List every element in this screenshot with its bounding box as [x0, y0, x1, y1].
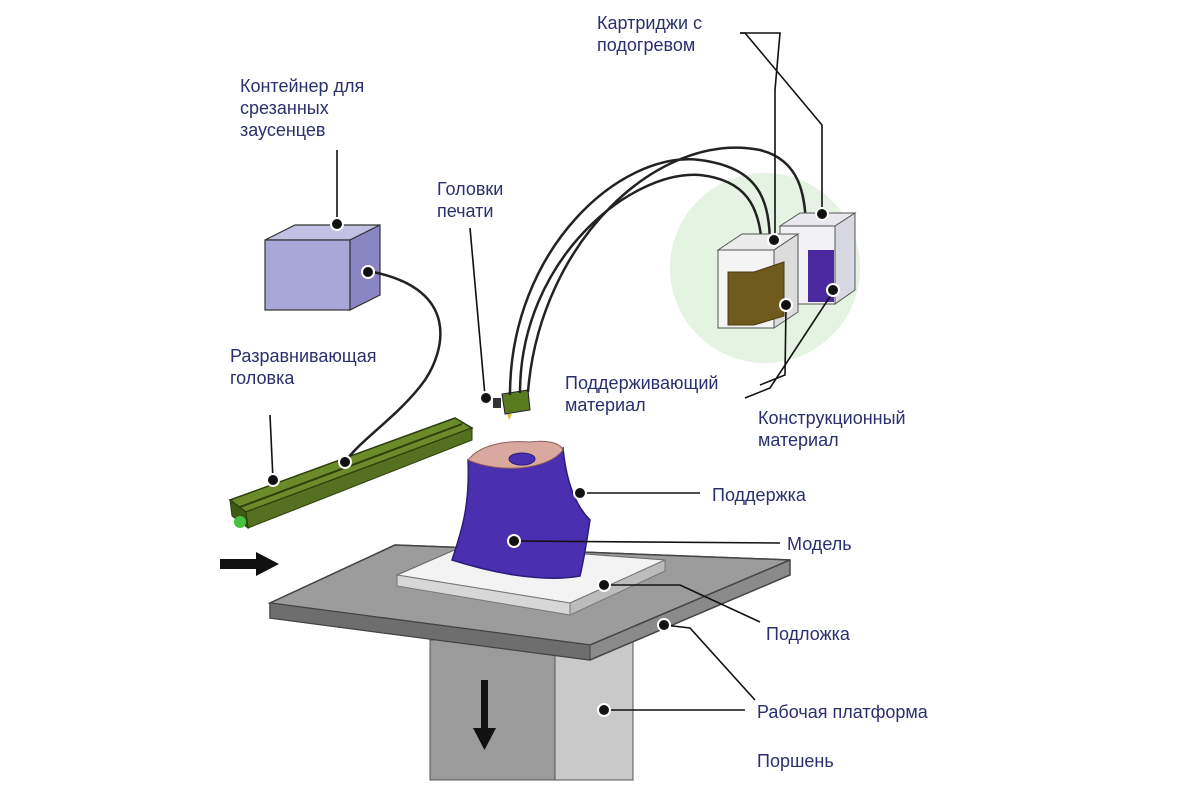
down-arrow-icon — [473, 680, 496, 750]
label-build-material: Конструкционный материал — [758, 408, 906, 450]
feed-tube-3 — [526, 146, 808, 393]
label-substrate: Подложка — [766, 624, 850, 644]
label-support-material: Поддерживающий материал — [565, 373, 719, 415]
burr-container — [264, 224, 381, 311]
model-support — [451, 440, 591, 579]
label-model: Модель — [787, 534, 852, 554]
print-head — [493, 389, 531, 420]
label-support: Поддержка — [712, 485, 806, 505]
label-burr-container: Контейнер для срезанных заусенцев — [240, 76, 365, 140]
label-print-heads: Головки печати — [437, 179, 504, 221]
leader-dots — [266, 207, 840, 717]
leveling-head — [228, 417, 474, 530]
label-leveling-head: Разравнивающая головка — [230, 346, 377, 388]
label-piston: Поршень — [757, 751, 834, 771]
feed-tube-1 — [508, 158, 772, 396]
feed-arrow-icon — [220, 552, 279, 576]
label-work-platform: Рабочая платформа — [757, 702, 928, 722]
feed-tube-2 — [518, 173, 764, 394]
leader-lines — [269, 32, 834, 711]
label-cartridges: Картриджи с подогревом — [597, 13, 703, 55]
waste-hose — [343, 270, 442, 463]
